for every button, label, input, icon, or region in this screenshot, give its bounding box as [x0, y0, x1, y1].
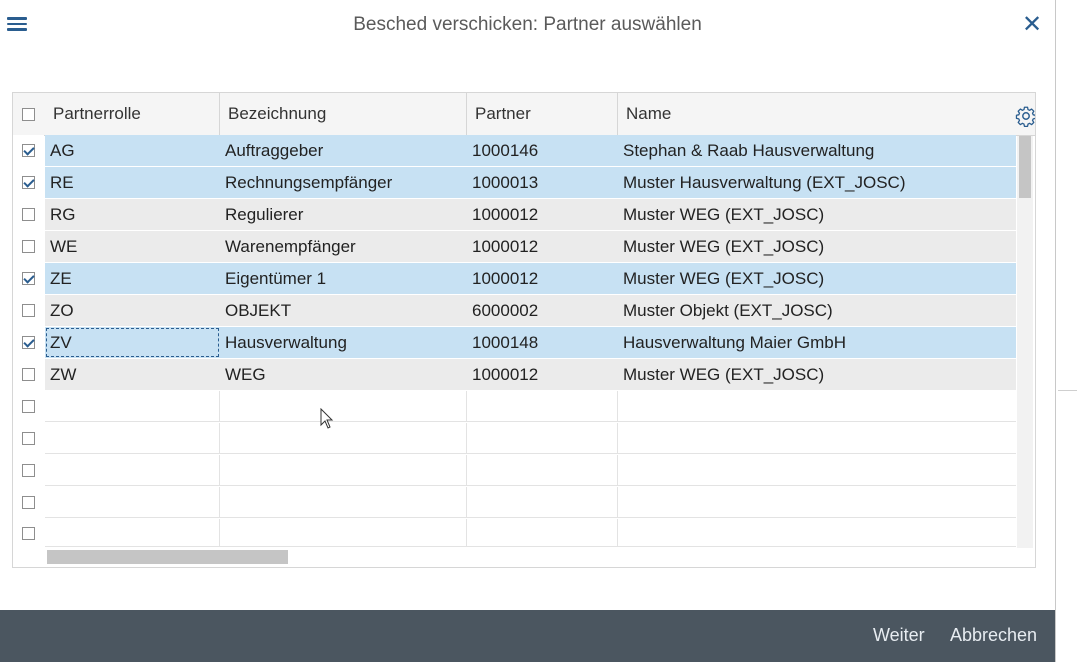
cell-partnerrolle: WE [45, 231, 220, 262]
cell-bezeichnung: Warenempfänger [220, 231, 467, 262]
vertical-scrollbar[interactable] [1017, 136, 1033, 548]
table-row[interactable]: RE Rechnungsempfänger 1000013 Muster Hau… [13, 167, 1016, 199]
empty-cell [220, 391, 467, 422]
cell-partner: 1000146 [467, 135, 618, 166]
row-checkbox[interactable] [22, 208, 35, 221]
empty-row[interactable] [13, 423, 1016, 455]
empty-cell [220, 487, 467, 518]
row-checkbox[interactable] [22, 240, 35, 253]
cell-partner: 1000012 [467, 359, 618, 390]
table-row[interactable]: AG Auftraggeber 1000146 Stephan & Raab H… [13, 135, 1016, 167]
cell-name: Muster WEG (EXT_JOSC) [618, 359, 1016, 390]
row-checkbox[interactable] [22, 176, 35, 189]
cell-partner: 1000012 [467, 199, 618, 230]
mouse-cursor-icon [320, 408, 334, 429]
table-row[interactable]: WE Warenempfänger 1000012 Muster WEG (EX… [13, 231, 1016, 263]
horizontal-scrollbar[interactable] [45, 548, 1017, 566]
hamburger-menu-icon[interactable] [6, 14, 28, 36]
empty-row[interactable] [13, 455, 1016, 487]
cell-partner: 1000012 [467, 231, 618, 262]
cell-name: Muster Hausverwaltung (EXT_JOSC) [618, 167, 1016, 198]
cell-name: Muster WEG (EXT_JOSC) [618, 231, 1016, 262]
cell-partnerrolle: AG [45, 135, 220, 166]
column-header-partner[interactable]: Partner [467, 93, 618, 135]
empty-cell [45, 519, 220, 547]
cell-name: Hausverwaltung Maier GmbH [618, 327, 1016, 358]
empty-row[interactable] [13, 519, 1016, 551]
empty-cell [618, 519, 1016, 547]
cell-partnerrolle: ZW [45, 359, 220, 390]
empty-cell [467, 519, 618, 547]
cell-partnerrolle: RE [45, 167, 220, 198]
select-all-checkbox[interactable] [22, 108, 35, 121]
cell-partner: 1000148 [467, 327, 618, 358]
cell-partner: 1000013 [467, 167, 618, 198]
cell-partnerrolle: ZO [45, 295, 220, 326]
cell-bezeichnung: Eigentümer 1 [220, 263, 467, 294]
cell-name: Muster WEG (EXT_JOSC) [618, 263, 1016, 294]
empty-cell [467, 423, 618, 454]
weiter-button[interactable]: Weiter [873, 625, 925, 645]
abbrechen-button[interactable]: Abbrechen [950, 625, 1038, 645]
row-checkbox[interactable] [22, 496, 35, 509]
empty-cell [467, 455, 618, 486]
cell-bezeichnung: WEG [220, 359, 467, 390]
empty-row[interactable] [13, 487, 1016, 519]
empty-cell [45, 391, 220, 422]
empty-cell [220, 519, 467, 547]
cell-name: Stephan & Raab Hausverwaltung [618, 135, 1016, 166]
empty-cell [467, 487, 618, 518]
table-row[interactable]: ZO OBJEKT 6000002 Muster Objekt (EXT_JOS… [13, 295, 1016, 327]
cell-name: Muster Objekt (EXT_JOSC) [618, 295, 1016, 326]
cell-bezeichnung: Regulierer [220, 199, 467, 230]
empty-cell [45, 423, 220, 454]
table-row[interactable]: ZE Eigentümer 1 1000012 Muster WEG (EXT_… [13, 263, 1016, 295]
dialog-footer: Weiter Abbrechen [0, 610, 1055, 662]
table-row[interactable]: ZV Hausverwaltung 1000148 Hausverwaltung… [13, 327, 1016, 359]
row-checkbox[interactable] [22, 144, 35, 157]
empty-cell [220, 455, 467, 486]
partner-table: Partnerrolle Bezeichnung Partner Name AG… [12, 92, 1036, 568]
row-checkbox[interactable] [22, 272, 35, 285]
close-icon[interactable]: ✕ [1021, 11, 1043, 38]
row-checkbox[interactable] [22, 336, 35, 349]
horizontal-scrollbar-thumb[interactable] [47, 550, 288, 564]
cell-partnerrolle[interactable]: ZV [45, 327, 220, 358]
cell-name: Muster WEG (EXT_JOSC) [618, 199, 1016, 230]
empty-cell [618, 423, 1016, 454]
empty-cell [45, 455, 220, 486]
column-header-partnerrolle[interactable]: Partnerrolle [45, 93, 220, 135]
dialog-title: Besched verschicken: Partner auswählen [353, 14, 702, 35]
empty-row[interactable] [13, 391, 1016, 423]
column-header-name[interactable]: Name [626, 104, 672, 123]
empty-cell [45, 487, 220, 518]
cell-partner: 6000002 [467, 295, 618, 326]
cell-bezeichnung: Hausverwaltung [220, 327, 467, 358]
table-row[interactable]: ZW WEG 1000012 Muster WEG (EXT_JOSC) [13, 359, 1016, 391]
table-row[interactable]: RG Regulierer 1000012 Muster WEG (EXT_JO… [13, 199, 1016, 231]
row-checkbox[interactable] [22, 400, 35, 413]
gear-icon[interactable] [1015, 105, 1036, 127]
cell-bezeichnung: Auftraggeber [220, 135, 467, 166]
cell-partnerrolle: RG [45, 199, 220, 230]
empty-cell [618, 391, 1016, 422]
column-header-bezeichnung[interactable]: Bezeichnung [220, 93, 467, 135]
vertical-scrollbar-thumb[interactable] [1019, 136, 1031, 198]
row-checkbox[interactable] [22, 432, 35, 445]
cell-partner: 1000012 [467, 263, 618, 294]
divider [1058, 390, 1077, 391]
empty-cell [618, 455, 1016, 486]
row-checkbox[interactable] [22, 304, 35, 317]
empty-cell [618, 487, 1016, 518]
table-header: Partnerrolle Bezeichnung Partner Name [13, 93, 1035, 136]
dialog: Besched verschicken: Partner auswählen ✕… [0, 0, 1056, 662]
cell-bezeichnung: Rechnungsempfänger [220, 167, 467, 198]
empty-cell [220, 423, 467, 454]
empty-cell [467, 391, 618, 422]
row-checkbox[interactable] [22, 527, 35, 540]
cell-bezeichnung: OBJEKT [220, 295, 467, 326]
cell-partnerrolle: ZE [45, 263, 220, 294]
row-checkbox[interactable] [22, 368, 35, 381]
row-checkbox[interactable] [22, 464, 35, 477]
